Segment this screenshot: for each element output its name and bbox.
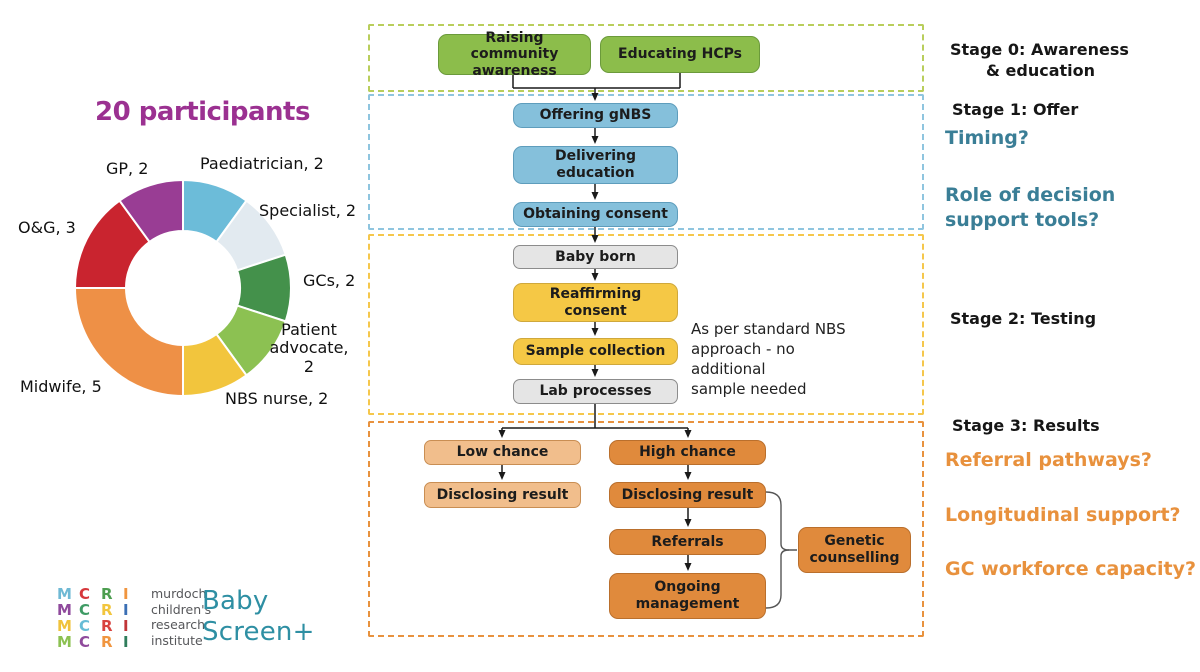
flow-node-reaffirming-consent: Reaffirming consent bbox=[513, 283, 678, 322]
donut-label-gcs: GCs, 2 bbox=[303, 271, 356, 290]
mcri-logo-words: murdoch children's research institute bbox=[151, 586, 211, 648]
stage2-label: Stage 2: Testing bbox=[950, 309, 1097, 328]
babyscreen-logo: Baby Screen+ bbox=[202, 586, 315, 648]
donut-chart bbox=[73, 178, 292, 398]
flow-node-ongoing-management: Ongoing management bbox=[609, 573, 766, 619]
mcri-word-childrens: children's bbox=[151, 601, 212, 617]
stage1-label: Stage 1: Offer bbox=[952, 100, 1079, 119]
mcri-logo-letter: R bbox=[101, 585, 113, 603]
mcri-logo-letter: M bbox=[57, 617, 72, 635]
flow-node-lab-processes: Lab processes bbox=[513, 379, 678, 404]
flow-node-delivering-education: Delivering education bbox=[513, 146, 678, 184]
stage0-label-line2: & education bbox=[986, 60, 1096, 80]
mcri-word-institute: institute bbox=[151, 632, 203, 648]
stage3-results-box bbox=[368, 421, 924, 637]
mcri-logo-letter: M bbox=[57, 585, 72, 603]
stage0-label: Stage 0: Awareness & education bbox=[950, 40, 1129, 82]
donut-label-midwife: Midwife, 5 bbox=[20, 377, 102, 396]
mcri-logo-letter: I bbox=[123, 617, 129, 635]
donut-segment-gp bbox=[118, 178, 184, 244]
donut-label-og: O&G, 3 bbox=[18, 218, 76, 237]
genetic-counselling-bracket bbox=[765, 491, 797, 609]
mcri-logo-letter: M bbox=[57, 633, 72, 651]
mcri-logo-letter: C bbox=[79, 617, 91, 635]
donut-segment-midwife bbox=[73, 287, 184, 398]
mcri-word-murdoch: murdoch bbox=[151, 586, 207, 601]
flow-node-obtaining-consent: Obtaining consent bbox=[513, 202, 678, 227]
flow-node-low-chance: Low chance bbox=[424, 440, 581, 465]
nbs-standard-annotation: As per standard NBS approach - no additi… bbox=[691, 320, 846, 398]
babyscreen-line2: Screen+ bbox=[202, 617, 315, 647]
flow-node-disclosing-result-high: Disclosing result bbox=[609, 482, 766, 508]
mcri-logo-letter: C bbox=[79, 601, 91, 619]
mcri-logo-letter: I bbox=[123, 585, 129, 603]
question-referral-pathways: Referral pathways? bbox=[945, 449, 1152, 471]
flow-node-disclosing-result-low: Disclosing result bbox=[424, 482, 581, 508]
stage1-offer-box bbox=[368, 94, 924, 230]
flow-node-sample-collection: Sample collection bbox=[513, 338, 678, 365]
mcri-logo-letter: R bbox=[101, 601, 113, 619]
stage0-label-line1: Stage 0: Awareness bbox=[950, 40, 1129, 59]
flow-node-raising-community-awareness: Raising community awareness bbox=[438, 30, 591, 79]
mcri-logo-letter: I bbox=[123, 601, 129, 619]
donut-label-paediatrician: Paediatrician, 2 bbox=[200, 154, 324, 173]
question-role-decision-tools: Role of decision support tools? bbox=[945, 184, 1116, 231]
mcri-logo-letter: R bbox=[101, 617, 113, 635]
donut-label-nbs-nurse: NBS nurse, 2 bbox=[225, 389, 329, 408]
mcri-logo-letter: C bbox=[79, 585, 91, 603]
flow-node-offering-gnbs: Offering gNBS bbox=[513, 103, 678, 128]
question-timing: Timing? bbox=[945, 127, 1029, 149]
babyscreen-line1: Baby bbox=[202, 586, 269, 616]
mcri-logo-letter: I bbox=[123, 633, 129, 651]
stage2-testing-box bbox=[368, 234, 924, 415]
participants-title: 20 participants bbox=[95, 97, 310, 127]
flow-node-high-chance: High chance bbox=[609, 440, 766, 465]
mcri-logo-letter: R bbox=[101, 633, 113, 651]
question-longitudinal-support: Longitudinal support? bbox=[945, 504, 1181, 526]
donut-label-gp: GP, 2 bbox=[106, 159, 149, 178]
mcri-logo-letter: M bbox=[57, 601, 72, 619]
donut-label-patient-advocate: Patient advocate, 2 bbox=[269, 320, 349, 376]
stage3-label: Stage 3: Results bbox=[952, 416, 1100, 435]
stage0-awareness-box bbox=[368, 24, 924, 92]
question-gc-workforce-capacity: GC workforce capacity? bbox=[945, 558, 1196, 580]
flow-node-referrals: Referrals bbox=[609, 529, 766, 555]
mcri-word-research: research bbox=[151, 617, 206, 633]
flow-node-educating-hcps: Educating HCPs bbox=[600, 36, 760, 73]
donut-label-specialist: Specialist, 2 bbox=[259, 201, 357, 220]
flow-node-baby-born: Baby born bbox=[513, 245, 678, 269]
flow-node-genetic-counselling: Genetic counselling bbox=[798, 527, 911, 573]
mcri-logo-letter: C bbox=[79, 633, 91, 651]
